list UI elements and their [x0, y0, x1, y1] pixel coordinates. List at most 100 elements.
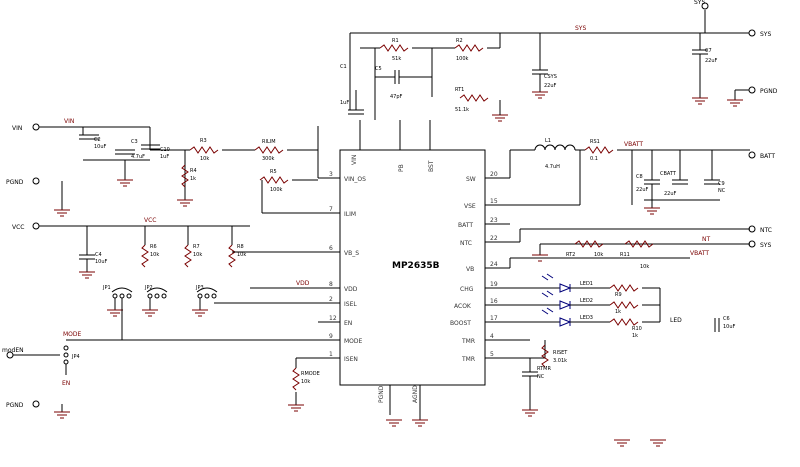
r7-val: 10k: [193, 252, 202, 258]
ntc-network: NTC SYS NT RT2 10k R11 10k VBATT: [509, 225, 772, 270]
jumper-jp4[interactable]: JP4: [63, 345, 80, 365]
terminal-pgnd-left[interactable]: [32, 177, 40, 185]
ic-part-label: MP2635B: [392, 261, 440, 271]
r2-val: 100k: [456, 56, 469, 62]
jp1-ref: JP1: [102, 285, 111, 291]
cbatt-val: 22uF: [664, 191, 677, 197]
ic-pin-name-bst: BST: [428, 160, 435, 172]
c2-val: 10uF: [94, 144, 107, 150]
r11-ref: R11: [620, 252, 630, 258]
rt2-ref: RT2: [566, 252, 575, 258]
terminal-sys-label: SYS: [760, 31, 771, 38]
r8-val: 10k: [237, 252, 246, 258]
ic-pin-name-vse: VSE: [464, 203, 476, 210]
ic-bottom-grounds: [386, 419, 666, 447]
ic-pin-num-4: 4: [490, 333, 494, 340]
c9-ref: C9: [718, 181, 725, 187]
rtmr-val: NC: [537, 374, 545, 380]
ic-pin-num-23: 23: [490, 217, 498, 224]
ic-pin-name-vin: VIN: [351, 155, 358, 165]
csys-ref: CSYS: [544, 74, 557, 80]
c3-ref: C3: [131, 139, 138, 145]
jp2-ref: JP2: [144, 285, 153, 291]
cbatt-ref: CBATT: [660, 171, 677, 177]
jumper-jp3[interactable]: JP3: [195, 285, 218, 299]
led-label: LED: [670, 317, 682, 324]
ic-pin-name-isel: ISEL: [344, 301, 357, 308]
ilim-network: R3 10k RILIM 300k R5 100k R4 1k: [149, 126, 319, 214]
ic-pin-num-2: 2: [329, 296, 333, 303]
sys-test-point-label: SYS: [694, 0, 705, 6]
terminal-pgnd-bottom[interactable]: [32, 400, 40, 408]
r11-val: 10k: [640, 264, 649, 270]
csys-val: 22uF: [544, 83, 557, 89]
led-3: LED3 R10 1k: [541, 307, 642, 339]
l1-val: 4.7uH: [545, 164, 560, 170]
ic-pin-name-boost: BOOST: [450, 320, 471, 327]
ic-pin-name-sw: SW: [466, 176, 476, 183]
r6-ref: R6: [150, 244, 157, 250]
c2-ref: C2: [94, 137, 101, 143]
led-indicators: LED1 R9 LED2 1k LED3 R10 1k LED: [541, 273, 736, 339]
ic-pin-name-pb: PB: [398, 164, 405, 172]
r4-ref: R4: [190, 168, 197, 174]
c7-val: 22uF: [705, 58, 718, 64]
c5-val: 47pF: [390, 94, 403, 100]
ic-pin-name-pgnd: PGND: [378, 385, 385, 403]
resistor-r4: [181, 164, 189, 188]
ic-pin-name-tmr2: TMR: [461, 356, 475, 363]
resistor-r1: [379, 44, 409, 52]
ic-pin-num-20: 20: [490, 171, 498, 178]
c4-ref: C4: [95, 252, 102, 258]
resistor-rs1: [584, 146, 614, 154]
vcc-network: VCC VCC C4 10uF R6 10k R7 10k R8 10k JP1: [12, 217, 318, 340]
r7-ref: R7: [193, 244, 200, 250]
vin-input: VIN VIN C2 10uF C3 4.7uF C10 1uF PGND: [6, 118, 170, 217]
resistor-r8: [228, 244, 236, 268]
jp3-ref: JP3: [195, 285, 204, 291]
ic-pin-name-tmr: TMR: [461, 338, 475, 345]
jumper-jp1[interactable]: JP1: [102, 285, 133, 299]
rs1-val: 0.1: [590, 156, 598, 162]
terminal-vcc[interactable]: [32, 222, 40, 230]
rmode-val: 10k: [301, 379, 310, 385]
r6-val: 10k: [150, 252, 159, 258]
terminal-pgnd-right[interactable]: [748, 86, 756, 94]
sys-test-point[interactable]: [701, 2, 709, 10]
r1-val: 51k: [392, 56, 401, 62]
rilim-val: 300k: [262, 156, 275, 162]
rt1-ref: RT1: [455, 87, 464, 93]
ic-pin-num-5: 5: [490, 351, 494, 358]
ic-pin-num-19: 19: [490, 281, 498, 288]
riset-val: 3.01k: [553, 358, 567, 364]
ic-pin-name-vb: VB: [466, 266, 474, 273]
rtmr-ref: RTMR: [537, 366, 551, 372]
c6-val: 10uF: [723, 324, 736, 330]
jumper-jp2[interactable]: JP2: [144, 285, 168, 299]
rt2-val: 10k: [594, 252, 603, 258]
net-sys-label: SYS: [575, 25, 586, 32]
ic-pin-num-15: 15: [490, 198, 498, 205]
net-en-label: EN: [62, 380, 70, 387]
terminal-ntc-label: NTC: [760, 227, 772, 234]
terminal-sys[interactable]: [748, 29, 756, 37]
r10-ref: R10: [632, 326, 642, 332]
resistor-r5: [259, 176, 289, 184]
net-vcc-label: VCC: [144, 217, 156, 224]
terminal-vin[interactable]: [32, 123, 40, 131]
net-nt-label: NT: [702, 236, 710, 243]
r3-ref: R3: [200, 138, 207, 144]
jp4-ref: JP4: [71, 354, 80, 360]
rs1-ref: RS1: [590, 139, 600, 145]
terminal-batt[interactable]: [748, 151, 756, 159]
ic-pin-name-ilim: ILIM: [344, 211, 356, 218]
resistor-r3: [189, 146, 219, 154]
c6-ref: C6: [723, 316, 730, 322]
sys-rail: SYS SYS SYS R1 51k R2 100k C5 47pF RT1 5…: [340, 0, 778, 122]
r10-val: 1k: [632, 333, 638, 339]
ic-mp2635b: MP2635B 3 VIN_OS 7 ILIM 6 VB_S 8 VDD 2 I…: [318, 120, 560, 420]
l1-ref: L1: [545, 138, 551, 144]
output-stage: L1 4.7uH RS1 0.1 VBATT BATT C8 22uF CBAT…: [509, 138, 775, 215]
c3-val: 4.7uF: [131, 154, 145, 160]
resistor-rt1: [459, 94, 489, 102]
